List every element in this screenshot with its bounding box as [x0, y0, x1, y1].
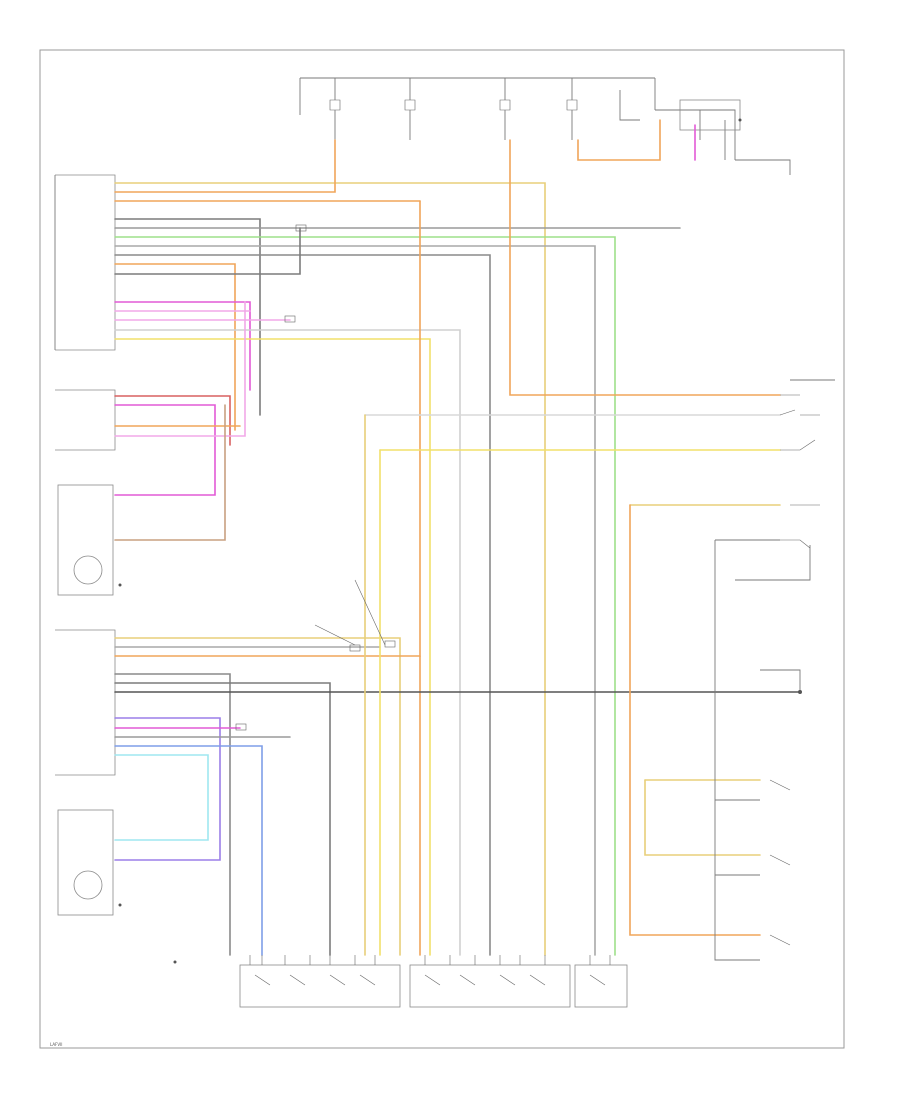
driver-lock-motor-icon: [73, 555, 103, 585]
splice-dot-right-1: [798, 690, 802, 694]
diagram-frame: [39, 49, 845, 1049]
diagram-id-label: LAFVII: [50, 1042, 62, 1047]
fuse-block-top: [299, 77, 791, 175]
splice-dot-right-2: [738, 118, 742, 122]
passenger-lock-motor-box: [57, 809, 114, 916]
front-passenger-window-switch: [239, 964, 401, 1008]
passenger-door-module-connector: [55, 629, 116, 776]
wires-passenger-module: [114, 200, 801, 956]
wires-driver-module: [114, 139, 681, 956]
relay-box-top: [679, 99, 741, 131]
driver-door-switch-connector: [55, 389, 116, 451]
wires-driver-switch: [114, 301, 246, 541]
driver-door-module-connector: [54, 174, 116, 351]
bottom-switch-assemblies: [239, 955, 628, 1008]
rear-right-window-switch: [574, 964, 628, 1008]
wires-right-side: [364, 119, 835, 961]
passenger-lock-motor-icon: [73, 870, 103, 900]
splice-marks: [118, 224, 396, 964]
switch-symbols-right: [738, 118, 820, 946]
driver-lock-motor-box: [57, 484, 114, 596]
rear-left-window-switch: [409, 964, 571, 1008]
